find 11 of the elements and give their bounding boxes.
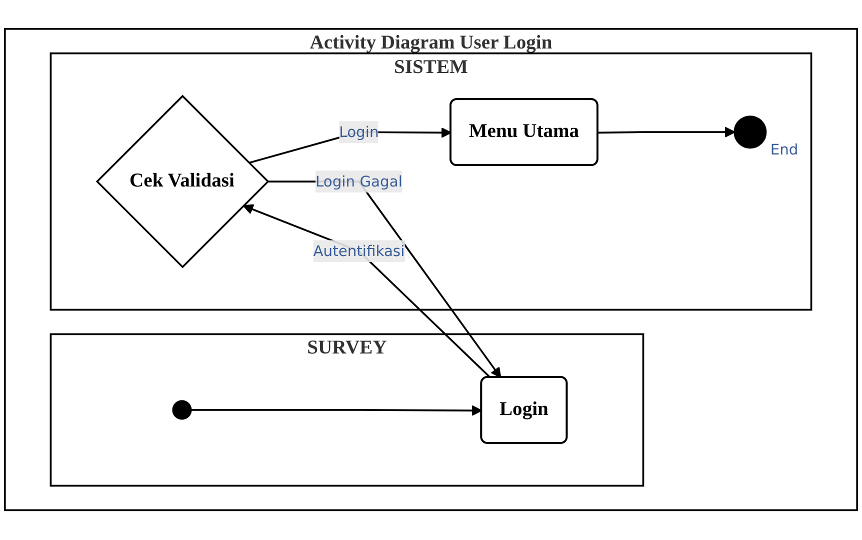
arrow [191, 406, 482, 416]
edge-label: Login Gagal [315, 173, 402, 191]
node-diamond: Cek Validasi [96, 95, 270, 269]
edge-label: Autentifikasi [313, 243, 405, 260]
node-circle [172, 400, 192, 420]
arrow [267, 181, 502, 379]
end-label: End [770, 142, 798, 160]
node-circle [734, 116, 767, 150]
arrow [242, 204, 491, 379]
arrow [598, 127, 736, 138]
edge-label: Login [339, 124, 379, 142]
